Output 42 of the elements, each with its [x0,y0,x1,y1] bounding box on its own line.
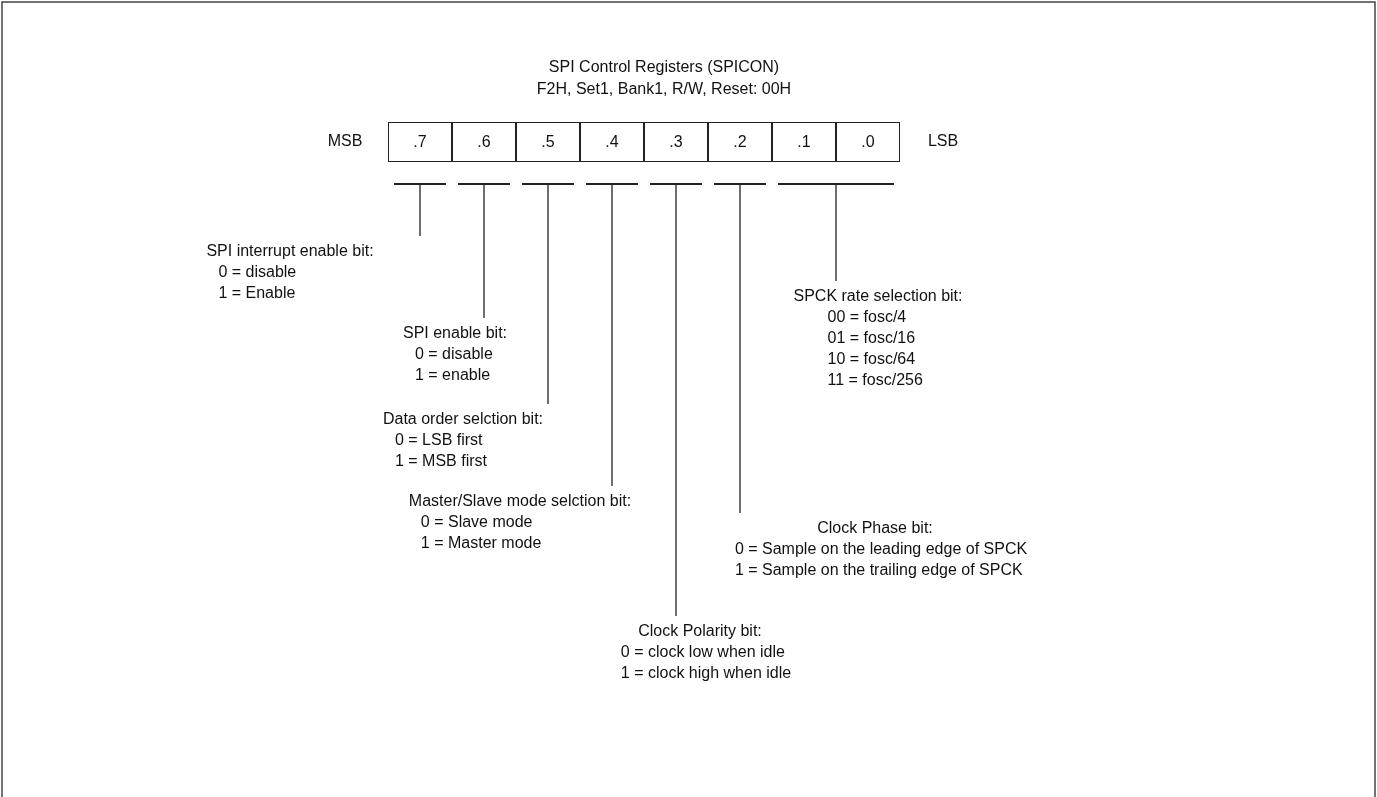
option-text: 01 = fosc/16 [826,328,917,348]
bit-cell: .1 [772,122,836,162]
leader-line [675,184,677,617]
option-text: 11 = fosc/256 [826,370,924,390]
bit-cell: .5 [516,122,580,162]
field-heading: Data order selction bit: [382,409,544,429]
option-text: 00 = fosc/4 [826,307,908,327]
field-heading: Clock Phase bit: [816,518,934,538]
leader-line [739,184,741,514]
leader-line [419,184,421,237]
register-title: SPI Control Registers (SPICON) [547,58,781,76]
option-text: 1 = Enable [217,283,297,303]
field-heading: Master/Slave mode selction bit: [408,491,632,511]
option-text: 1 = clock high when idle [619,663,792,683]
bit-cell: .0 [836,122,900,162]
option-text: 10 = fosc/64 [826,349,917,369]
option-text: 1 = enable [413,365,492,385]
option-text: 0 = disable [413,344,494,364]
bit-cell: .7 [388,122,452,162]
field-heading: SPI interrupt enable bit: [206,241,374,261]
register-subtitle: F2H, Set1, Bank1, R/W, Reset: 00H [535,80,793,98]
lsb-label: LSB [926,132,960,150]
option-text: 0 = disable [217,262,298,282]
field-heading: SPI enable bit: [402,323,508,343]
bit-cell: .4 [580,122,644,162]
field-heading: SPCK rate selection bit: [793,286,963,306]
leader-line [483,184,485,319]
option-text: 0 = LSB first [393,430,484,450]
option-text: 0 = Sample on the leading edge of SPCK [733,539,1028,559]
option-text: 1 = Sample on the trailing edge of SPCK [733,560,1024,580]
msb-label: MSB [326,132,364,150]
option-text: 1 = Master mode [419,533,543,553]
option-text: 0 = clock low when idle [619,642,786,662]
leader-line [547,184,549,405]
leader-line [835,184,837,282]
bit-cell: .3 [644,122,708,162]
option-text: 0 = Slave mode [419,512,534,532]
option-text: 1 = MSB first [393,451,488,471]
bit-cell: .6 [452,122,516,162]
bit-cell: .2 [708,122,772,162]
leader-line [611,184,613,487]
field-heading: Clock Polarity bit: [637,621,763,641]
